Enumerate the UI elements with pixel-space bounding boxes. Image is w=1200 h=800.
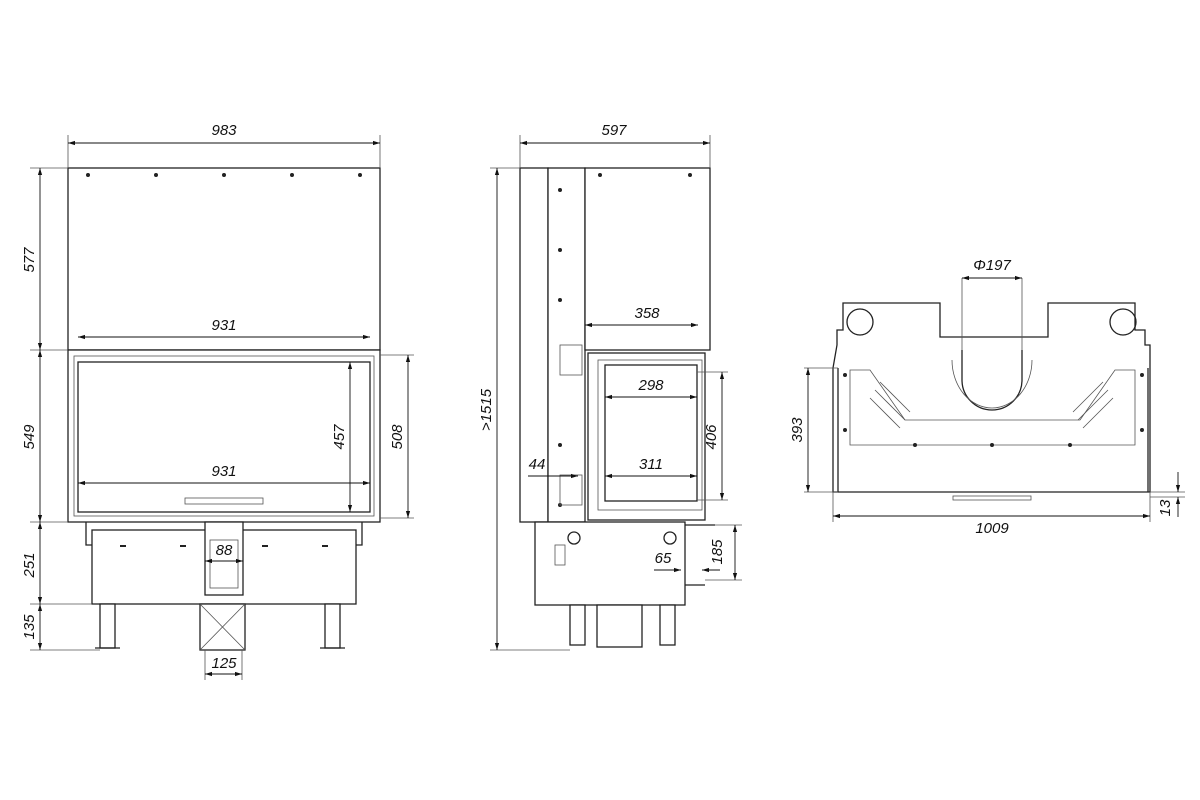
side-base [534, 521, 686, 606]
dim-glass-width-bottom: 311 [639, 456, 663, 473]
dim-depth-total: 597 [601, 122, 627, 139]
front-leg-left [99, 603, 116, 649]
side-leg-right [659, 604, 676, 646]
dim-width-glass: 931 [211, 463, 236, 480]
flue-collar [961, 350, 1023, 411]
side-duct [596, 604, 643, 648]
dim-front-offset: 13 [1157, 499, 1174, 516]
side-leg-left [569, 604, 586, 646]
dim-height-total: >1515 [478, 388, 495, 431]
dim-offset: 44 [529, 456, 546, 473]
side-rear-column [519, 167, 549, 523]
dim-inlet-offset: 65 [655, 550, 672, 567]
dim-depth-top: 358 [634, 305, 660, 322]
dim-vent-width: 88 [216, 542, 233, 559]
dim-duct-width: 125 [211, 655, 237, 672]
dim-glass-height: 406 [703, 424, 720, 450]
front-top-casing [67, 167, 381, 351]
top-right-knob [1109, 308, 1137, 336]
dim-glass-width-top: 298 [637, 377, 664, 394]
top-left-knob [846, 308, 874, 336]
dim-depth: 393 [789, 417, 806, 443]
dim-inlet-height: 185 [709, 539, 726, 565]
dim-height-top: 577 [21, 247, 38, 273]
dim-width-total: 1009 [975, 520, 1009, 537]
front-glass [77, 361, 371, 513]
side-view: 597 >1515 358 298 406 44 311 65 185 [478, 122, 742, 651]
dim-height-door: 508 [389, 424, 406, 450]
door-handle [184, 497, 264, 505]
dim-width-inner-top: 931 [211, 317, 236, 334]
front-view: 983 577 549 251 135 931 931 457 508 88 1… [21, 122, 414, 680]
side-bracket-top [559, 344, 583, 376]
top-view: Φ197 393 1009 13 [789, 257, 1185, 537]
top-handle [952, 495, 1032, 501]
front-door-frame [67, 349, 381, 523]
dim-width-total: 983 [211, 122, 237, 139]
front-leg-right [324, 603, 341, 649]
front-air-vent [204, 521, 244, 596]
dim-height-legs: 135 [21, 614, 38, 640]
dim-height-glass: 457 [331, 424, 348, 450]
dim-flue-diameter: Φ197 [973, 257, 1011, 274]
dim-height-base: 251 [21, 552, 38, 578]
dim-height-body: 549 [21, 424, 38, 450]
side-glass [604, 364, 698, 502]
top-outline [832, 302, 1151, 493]
side-door [587, 352, 706, 521]
side-top-casing [584, 167, 711, 351]
